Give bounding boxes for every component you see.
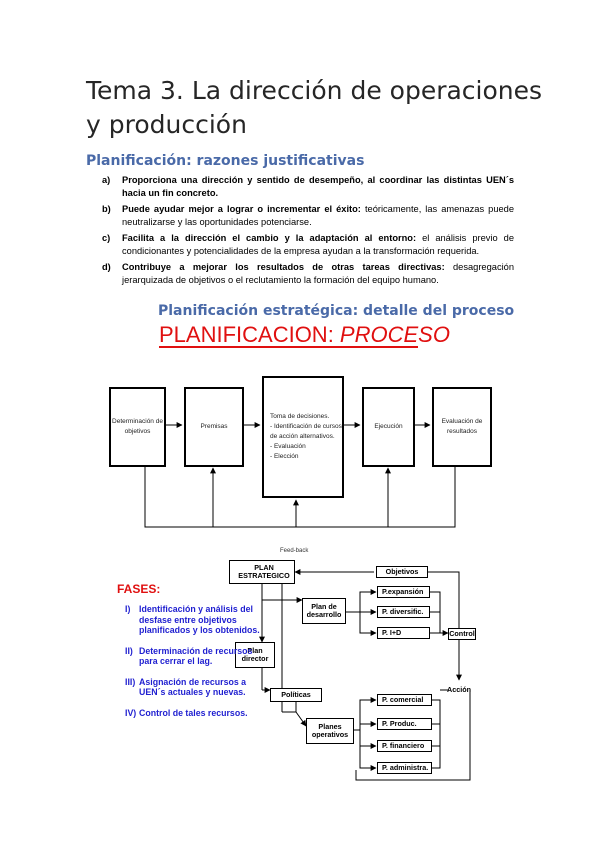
control-box: Control — [448, 628, 476, 640]
section-heading-process: Planificación estratégica: detalle del p… — [158, 303, 515, 319]
list-marker: b) — [102, 204, 111, 214]
list-item: II) Determinación de recursos para cerrar… — [97, 646, 267, 667]
desarrollo-item: P.expansión — [377, 586, 430, 598]
list-item: d) Contribuye a mejorar los resultados de… — [102, 261, 514, 287]
reason-bold: Contribuye a mejorar los resultados de o… — [122, 262, 445, 272]
fase-text: Asignación de recursos a UEN´s actuales … — [139, 676, 247, 698]
reason-text: teóricamente, las amenazas puede neutral… — [122, 204, 514, 227]
process-box-decisiones: Toma de decisiones. - Identificación de … — [262, 376, 344, 498]
process-box-premisas: Premisas — [184, 387, 244, 467]
feedback-label: Feed-back — [280, 548, 309, 554]
list-item: I) Identificación y análisis del desfase … — [97, 604, 267, 636]
list-item: b) Puede ayudar mejor a lograr o incremen… — [102, 203, 514, 229]
objetivos-box: Objetivos — [376, 566, 428, 578]
fase-number: II) — [125, 645, 133, 656]
planes-operativos-box: Planes operativos — [306, 718, 354, 744]
reason-bold: Proporciona una dirección y sentido de d… — [122, 175, 514, 198]
fases-title: FASES: — [117, 582, 161, 596]
desarrollo-item: P. I+D — [377, 627, 430, 639]
fase-text: Control de tales recursos. — [139, 707, 248, 718]
decision-title: Toma de decisiones. — [270, 413, 330, 420]
process-heading-main: PLANIFICACION: — [159, 322, 340, 347]
fase-number: IV) — [125, 707, 137, 718]
operativos-item: P. financiero — [377, 740, 432, 752]
page-title: Tema 3. La dirección de operaciones y pr… — [86, 76, 543, 139]
plan-desarrollo-box: Plan de desarrollo — [302, 598, 346, 624]
reason-bold: Puede ayudar mejor a lograr o incrementa… — [122, 204, 361, 214]
reasons-list: a) Proporciona una dirección y sentido de… — [102, 174, 514, 290]
process-box-objetivos: Determinación de objetivos — [109, 387, 166, 467]
heading-underline — [159, 346, 418, 348]
decision-item: - Identificación de cursos de acción alt… — [270, 423, 342, 440]
process-box-evaluacion: Evaluación de resultados — [432, 387, 492, 467]
section-heading-reasons: Planificación: razones justificativas — [86, 153, 365, 169]
reason-text: desagregación jerarquizada de objetivos … — [122, 262, 514, 285]
operativos-item: P. Produc. — [377, 718, 432, 730]
plan-director-box: Plan director — [235, 642, 275, 668]
fase-number: I) — [125, 604, 131, 614]
plan-estrategico-box: PLAN ESTRATEGICO — [229, 560, 295, 584]
reason-text: el análisis previo de condicionantes y p… — [122, 233, 514, 256]
process-heading: PLANIFICACION: PROCESO — [159, 322, 450, 348]
reason-bold: Facilita a la dirección el cambio y la a… — [122, 233, 417, 243]
desarrollo-item: P. diversific. — [377, 606, 430, 618]
operativos-item: P. administra. — [377, 762, 432, 774]
accion-label: Acción — [447, 685, 471, 694]
list-item: IV)Control de tales recursos. — [97, 708, 267, 719]
list-marker: d) — [102, 262, 111, 272]
list-item: III)Asignación de recursos a UEN´s actua… — [97, 677, 267, 698]
fase-number: III) — [125, 676, 136, 687]
decision-item: - Elección — [270, 453, 299, 460]
decision-item: - Evaluación — [270, 443, 306, 450]
fases-list: I) Identificación y análisis del desfase … — [97, 604, 267, 728]
politicas-box: Políticas — [270, 688, 322, 702]
process-box-ejecucion: Ejecución — [362, 387, 415, 467]
list-item: a) Proporciona una dirección y sentido de… — [102, 174, 514, 200]
list-marker: a) — [102, 175, 111, 185]
fase-text: Determinación de recursos para cerrar el… — [139, 645, 253, 667]
operativos-item: P. comercial — [377, 694, 432, 706]
fase-text: Identificación y análisis del desfase en… — [139, 604, 260, 635]
list-item: c) Facilita a la dirección el cambio y la… — [102, 232, 514, 258]
process-heading-emphasis: PROCESO — [339, 322, 450, 347]
list-marker: c) — [102, 233, 111, 243]
